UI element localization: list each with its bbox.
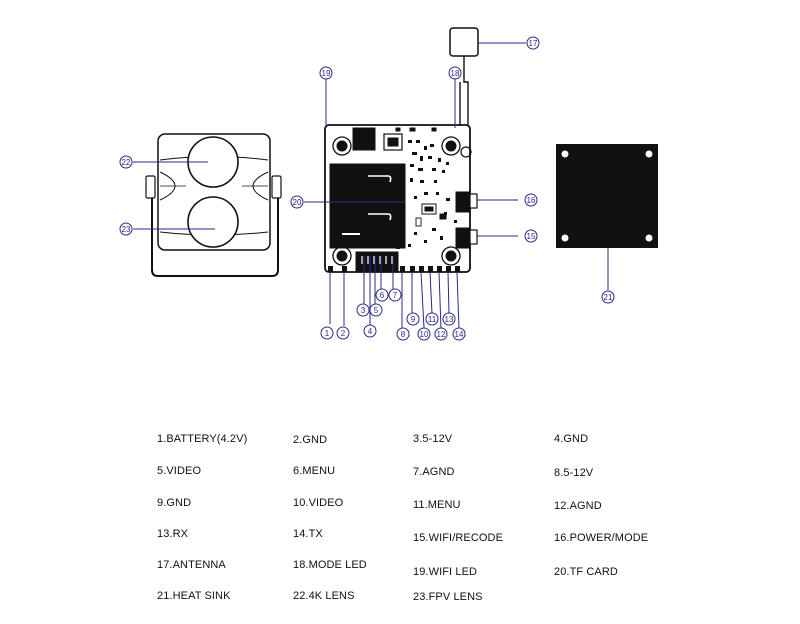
callout-13: 13	[442, 312, 456, 326]
callout-10: 10	[417, 327, 431, 341]
svg-text:10: 10	[420, 330, 429, 339]
callout-8: 8	[396, 327, 410, 341]
legend-item-15: 15.WIFI/RECODE	[413, 532, 504, 544]
svg-text:23: 23	[122, 225, 131, 234]
svg-text:9: 9	[411, 315, 416, 324]
callout-9: 9	[406, 312, 420, 326]
legend-item-11: 11.MENU	[413, 499, 461, 511]
svg-text:14: 14	[455, 330, 464, 339]
legend-item-2: 2.GND	[293, 434, 328, 446]
callout-19: 19	[319, 66, 333, 80]
legend-item-8: 8.5-12V	[554, 467, 594, 479]
legend-item-16: 16.POWER/MODE	[554, 532, 649, 544]
callout-17: 17	[526, 36, 540, 50]
legend-item-7: 7.AGND	[413, 466, 455, 478]
legend-item-1: 1.BATTERY(4.2V)	[157, 433, 248, 445]
svg-text:5: 5	[374, 306, 379, 315]
legend-item-21: 21.HEAT SINK	[157, 590, 231, 602]
legend-item-9: 9.GND	[157, 497, 192, 509]
callout-3: 3	[356, 303, 370, 317]
legend-item-14: 14.TX	[293, 528, 323, 540]
svg-text:3: 3	[361, 306, 366, 315]
svg-text:16: 16	[527, 196, 536, 205]
svg-text:22: 22	[122, 158, 131, 167]
callout-7: 7	[388, 288, 402, 302]
callout-11: 11	[425, 312, 439, 326]
legend-item-23: 23.FPV LENS	[413, 591, 483, 603]
callout-21: 21	[601, 290, 615, 304]
svg-text:6: 6	[380, 291, 385, 300]
svg-text:2: 2	[341, 329, 346, 338]
callout-1: 1	[320, 326, 334, 340]
legend-item-5: 5.VIDEO	[157, 465, 202, 477]
legend-item-13: 13.RX	[157, 528, 189, 540]
leader-lines	[133, 42, 609, 330]
legend-item-20: 20.TF CARD	[554, 566, 618, 578]
callout-2: 2	[336, 326, 350, 340]
legend-item-3: 3.5-12V	[413, 433, 453, 445]
heat-sink	[556, 144, 658, 248]
svg-text:7: 7	[393, 291, 398, 300]
callout-6: 6	[375, 288, 389, 302]
component-diagram: 1 2 3 4 5 6 7 8 9 10 11 12 13 14 15 16 1…	[119, 27, 658, 341]
svg-text:4: 4	[368, 327, 373, 336]
svg-text:17: 17	[529, 39, 538, 48]
svg-text:11: 11	[428, 315, 437, 324]
callout-16: 16	[524, 193, 538, 207]
callout-4: 4	[363, 324, 377, 338]
legend-item-12: 12.AGND	[554, 500, 602, 512]
callout-14: 14	[452, 327, 466, 341]
legend-item-18: 18.MODE LED	[293, 559, 367, 571]
callout-12: 12	[434, 327, 448, 341]
svg-text:12: 12	[437, 330, 446, 339]
legend-item-6: 6.MENU	[293, 465, 336, 477]
fpv-lens	[187, 196, 239, 248]
svg-text:18: 18	[451, 69, 460, 78]
svg-text:21: 21	[604, 293, 613, 302]
callout-22: 22	[119, 155, 133, 169]
callouts: 1 2 3 4 5 6 7 8 9 10 11 12 13 14 15 16 1…	[119, 36, 615, 341]
svg-text:15: 15	[527, 232, 536, 241]
legend-item-10: 10.VIDEO	[293, 497, 344, 509]
callout-23: 23	[119, 222, 133, 236]
callout-5: 5	[369, 303, 383, 317]
lens-module	[145, 133, 282, 277]
legend-item-17: 17.ANTENNA	[157, 559, 226, 571]
callout-15: 15	[524, 229, 538, 243]
callout-18: 18	[448, 66, 462, 80]
svg-text:1: 1	[325, 329, 330, 338]
main-board	[324, 27, 479, 273]
svg-text:19: 19	[322, 69, 331, 78]
legend-item-22: 22.4K LENS	[293, 590, 355, 602]
legend-item-4: 4.GND	[554, 433, 589, 445]
callout-20: 20	[290, 195, 304, 209]
svg-text:8: 8	[401, 330, 406, 339]
legend-item-19: 19.WIFI LED	[413, 566, 478, 578]
svg-text:13: 13	[445, 315, 454, 324]
svg-text:20: 20	[293, 198, 302, 207]
